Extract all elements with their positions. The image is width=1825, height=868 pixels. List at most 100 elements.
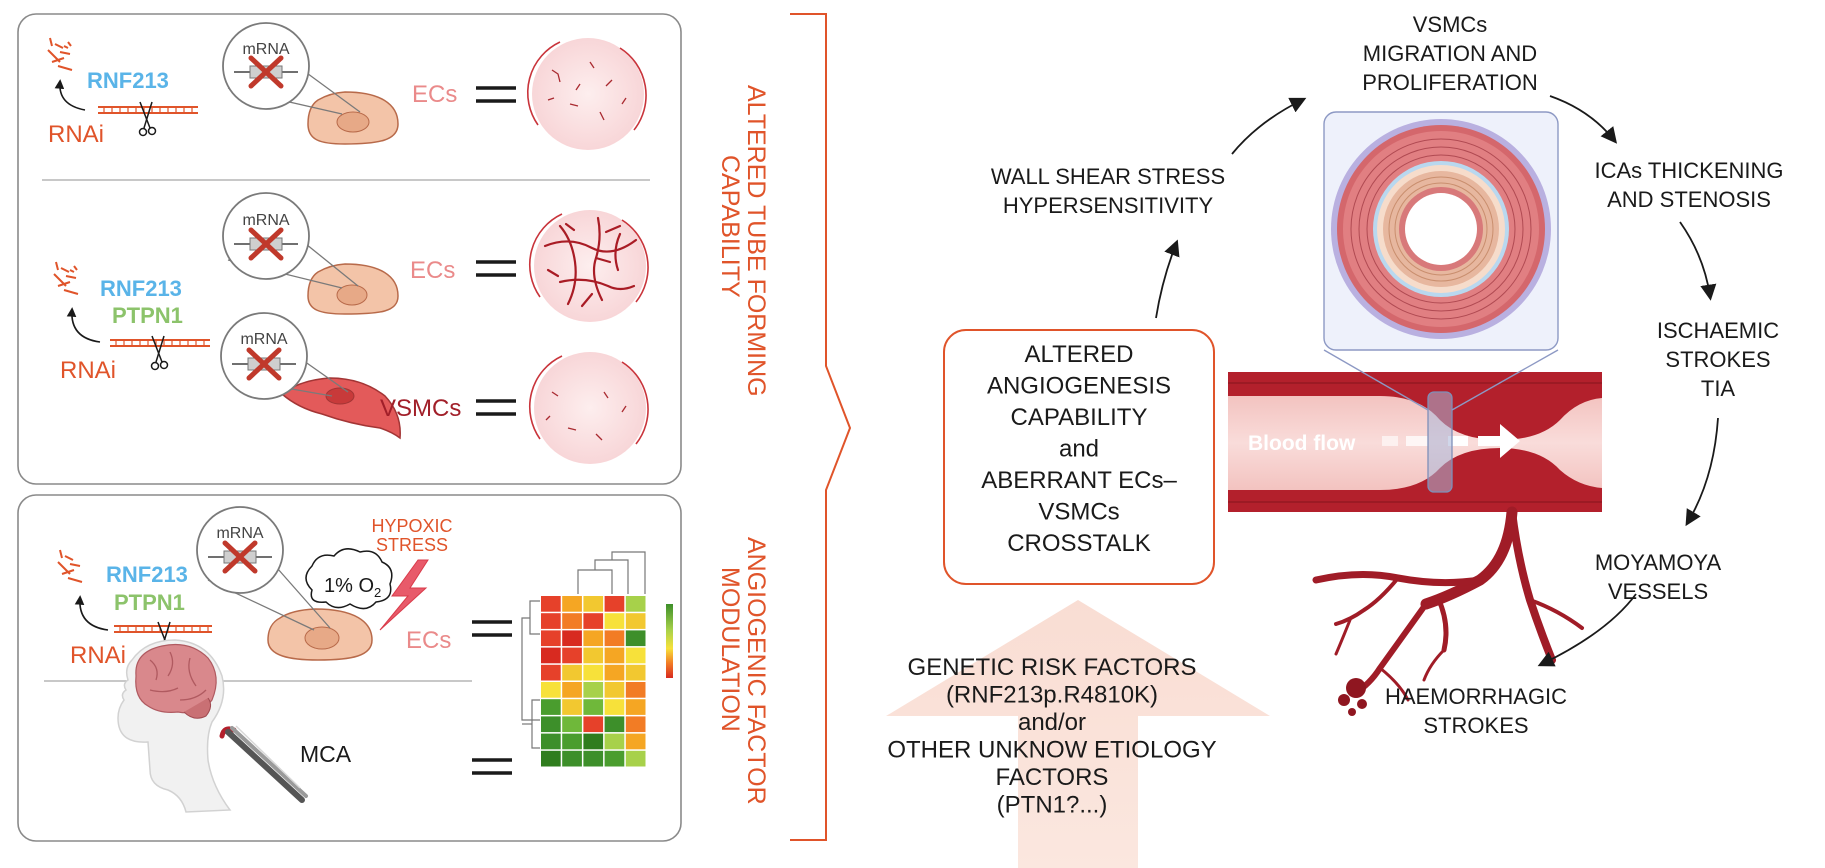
summary-bracket [790, 13, 852, 841]
cell-label-ecs: ECs [412, 81, 457, 108]
heatmap-cell [562, 733, 582, 750]
oxygen-label: 1% O2 [324, 575, 381, 600]
text-line: STROKES [1423, 713, 1528, 738]
heatmap-cell [541, 647, 561, 664]
equals-sign-3 [476, 399, 516, 416]
rnai-label: RNAi [48, 121, 104, 148]
heatmap-cell [583, 664, 604, 681]
text-line: CAPABILITY [1011, 404, 1148, 431]
cell-label-vsmcs: VSMCs [380, 395, 461, 422]
panel-angiogenic-modulation [17, 494, 682, 842]
text-line: VSMCs [1038, 499, 1119, 526]
gene-label-ptpn1-2: PTPN1 [114, 590, 185, 615]
heatmap-cell [583, 630, 604, 647]
sirna-fragments-icon-3 [57, 549, 83, 583]
cell-label-ecs-2: ECs [410, 257, 455, 284]
heatmap-cell [541, 733, 561, 750]
cell-label-ecs-3: ECs [406, 627, 451, 654]
text-line: GENETIC RISK FACTORS [908, 654, 1197, 681]
heatmap-cell [625, 733, 646, 750]
central-summary-box [943, 329, 1215, 585]
mrna-label-2: mRNA [242, 212, 289, 229]
genetic-risk-text: GENETIC RISK FACTORS(RNF213p.R4810K)and/… [887, 654, 1216, 819]
mrna-label: mRNA [242, 41, 289, 58]
heatmap-cell [583, 596, 604, 612]
tube-formation-well-vsmcs [529, 352, 649, 464]
heatmap-cell [583, 682, 604, 698]
equals-sign [476, 86, 516, 103]
rnai-arrow-icon-2 [66, 307, 101, 343]
heatmap-cell [625, 716, 646, 733]
hypoxic-label-line1: HYPOXIC [371, 516, 452, 536]
cross-section-marker [1427, 391, 1453, 493]
text-line: FACTORS [996, 764, 1109, 791]
text-line: ISCHAEMIC [1657, 318, 1779, 343]
knockdown-cell-ecs-2 [222, 192, 399, 315]
genetic-risk-arrow [886, 600, 1270, 868]
tube-formation-well-dense [529, 210, 649, 322]
panel-tube-formation [17, 13, 682, 485]
text-line: (PTN1?...) [997, 792, 1108, 819]
rnai-label-3: RNAi [70, 642, 126, 669]
knockdown-cross-icon-2 [248, 227, 284, 261]
dsrna-strand-icon [98, 106, 198, 114]
knockdown-cross-icon [248, 55, 284, 89]
heatmap-cell [604, 596, 625, 612]
text-line: PROLIFERATION [1362, 70, 1538, 95]
heatmap-cell [541, 682, 561, 698]
gene-label-ptpn1: PTPN1 [112, 303, 183, 328]
heatmap-cell [562, 699, 582, 715]
text-line: and [1059, 436, 1099, 463]
heatmap-cell [541, 699, 561, 715]
text-line: WALL SHEAR STRESS [991, 164, 1225, 189]
tube-formation-well-sparse [527, 38, 647, 150]
text-line: HYPERSENSITIVITY [1003, 193, 1214, 218]
heatmap-cell [625, 664, 646, 681]
rnai-arrow-icon-3 [74, 595, 109, 631]
heatmap-cell [625, 682, 646, 698]
text-line: ABERRANT ECs– [981, 467, 1177, 494]
heatmap-cell [562, 596, 582, 612]
heatmap-cell [562, 716, 582, 733]
equals-sign-5 [472, 758, 512, 775]
mca-vessel-forceps-icon [219, 725, 308, 803]
text-line: STROKES [1665, 347, 1770, 372]
heatmap-cell [562, 630, 582, 647]
heatmap-cell [583, 750, 604, 767]
dsrna-strand-icon-3 [114, 625, 212, 633]
heatmap-cell [562, 647, 582, 664]
vertical-label-angiogenic-modulation: ANGIOGENIC FACTORMODULATION [716, 537, 770, 805]
callout-line-right [1451, 349, 1559, 411]
heatmap-cell [625, 596, 646, 612]
heatmap-cell [562, 682, 582, 698]
callout-line-left [1323, 349, 1429, 411]
text-line: ANGIOGENESIS [987, 373, 1171, 400]
heatmap-cell [541, 596, 561, 612]
heatmap-cell [541, 664, 561, 681]
heatmap-cell [562, 613, 582, 629]
cycle-label-wall-shear-stress: WALL SHEAR STRESS HYPERSENSITIVITY [991, 164, 1225, 218]
sirna-fragments-icon [47, 37, 73, 71]
text-line: AND STENOSIS [1607, 187, 1771, 212]
heatmap-cell [583, 716, 604, 733]
heatmap-cell [541, 630, 561, 647]
knockdown-cross-icon-4 [222, 540, 258, 574]
hypoxic-label-line2: STRESS [376, 535, 448, 555]
blood-flow-label: Blood flow [1248, 432, 1356, 455]
text-line: MOYAMOYA [1595, 550, 1722, 575]
rnai-label-2: RNAi [60, 357, 116, 384]
heatmap-cell [604, 750, 625, 767]
mca-label: MCA [300, 741, 352, 767]
knockdown-cross-icon-3 [246, 347, 282, 381]
artery-cross-section [1331, 119, 1551, 339]
heatmap-cell [583, 647, 604, 664]
heatmap-cell [604, 630, 625, 647]
mrna-label-4: mRNA [216, 525, 263, 542]
heatmap-cell [604, 613, 625, 629]
heatmap-color-scale [666, 604, 673, 678]
heatmap-cell [541, 716, 561, 733]
gene-label-rnf213-3: RNF213 [106, 562, 188, 587]
